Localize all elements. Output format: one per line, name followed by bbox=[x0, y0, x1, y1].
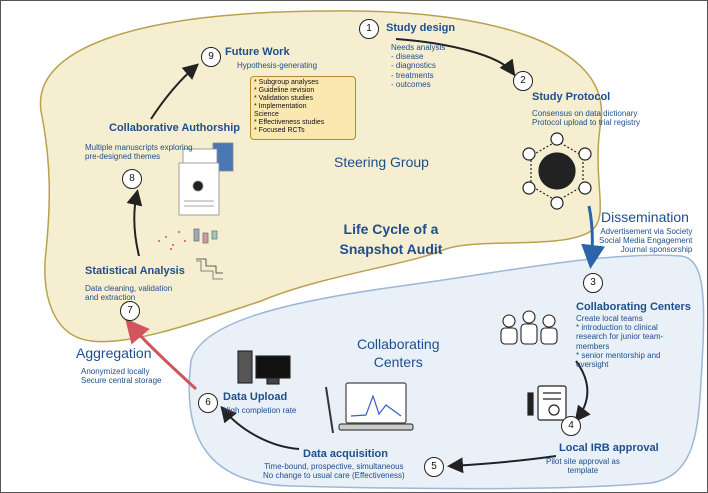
doctors-icon bbox=[500, 310, 558, 345]
step-3-line: members bbox=[576, 341, 610, 351]
lifecycle-title-line-2: Snapshot Audit bbox=[339, 241, 443, 258]
step-8-number: 8 bbox=[122, 169, 142, 189]
step-7-line: Data cleaning, validation bbox=[85, 284, 173, 293]
step-9-title: Future Work bbox=[225, 46, 290, 58]
step-1-line: - outcomes bbox=[391, 79, 431, 89]
step-3-number: 3 bbox=[583, 273, 603, 293]
step-4-title: Local IRB approval bbox=[559, 442, 659, 454]
step-9-number: 9 bbox=[201, 47, 221, 67]
future-work-box: * Subgroup analyses * Guideline revision… bbox=[250, 76, 356, 140]
step-8-line: pre-designed themes bbox=[85, 152, 161, 162]
step-1-line: - diagnostics bbox=[391, 61, 436, 71]
dissemination-line: Journal sponsorship bbox=[620, 245, 693, 255]
step-8-title: Collaborative Authorship bbox=[109, 122, 240, 134]
monitor-chart-icon bbox=[325, 382, 414, 434]
step-7-line: and extraction bbox=[85, 293, 136, 303]
step-1-line: Needs analysis bbox=[391, 43, 446, 52]
statistics-charts-icon bbox=[158, 228, 223, 280]
lifecycle-title-line-1: Life Cycle of a bbox=[343, 221, 439, 237]
document-icon bbox=[527, 385, 567, 421]
step-7-number: 7 bbox=[120, 301, 140, 321]
arrow-3-to-4 bbox=[574, 360, 591, 423]
step-4-line: Pilot site approval as bbox=[546, 457, 620, 466]
step-5-line: No change to usual care (Effectiveness) bbox=[263, 471, 405, 481]
dissemination-title: Dissemination bbox=[601, 209, 689, 225]
step-4-line: template bbox=[567, 466, 599, 476]
step-7-title: Statistical Analysis bbox=[85, 265, 185, 277]
future-work-item: * Effectiveness studies bbox=[254, 119, 325, 127]
manuscript-icon bbox=[178, 142, 234, 216]
step-1-line: - treatments bbox=[391, 70, 434, 80]
step-8-line: Multiple manuscripts exploring bbox=[85, 143, 193, 152]
collab-label-line-2: Centers bbox=[373, 354, 423, 371]
step-5-details: Time-bound, prospective, simultaneous No… bbox=[263, 462, 405, 480]
step-8-details: Multiple manuscripts exploring pre-desig… bbox=[85, 143, 193, 161]
arrow-7-to-8 bbox=[126, 189, 143, 257]
step-5-number: 5 bbox=[424, 457, 444, 477]
arrow-1-to-2 bbox=[395, 38, 516, 77]
steering-group-region bbox=[39, 10, 603, 343]
step-2-details: Consensus on data dictionary Protocol up… bbox=[532, 109, 640, 127]
step-3-line: * introduction to clinical bbox=[576, 323, 658, 333]
future-work-item: * Guideline revision bbox=[254, 87, 315, 95]
future-work-item: Science bbox=[254, 111, 279, 119]
future-work-item: * Validation studies bbox=[254, 95, 314, 103]
future-work-item: * Focused RCTs bbox=[254, 127, 305, 135]
aggregation-line: Secure central storage bbox=[81, 376, 162, 386]
step-6-title: Data Upload bbox=[223, 391, 288, 403]
arrow-4-to-5 bbox=[447, 455, 557, 474]
step-5-line: Time-bound, prospective, simultaneous bbox=[264, 462, 404, 471]
step-3-line: Create local teams bbox=[576, 314, 643, 323]
step-2-line: Consensus on data dictionary bbox=[532, 109, 638, 118]
step-1-line: - disease bbox=[391, 52, 424, 62]
computer-icon bbox=[237, 350, 291, 385]
future-work-item: * Implementation bbox=[254, 103, 307, 111]
step-6-number: 6 bbox=[198, 393, 218, 413]
aggregation-details: Anonymized locally Secure central storag… bbox=[81, 367, 162, 385]
step-1-number: 1 bbox=[359, 19, 379, 39]
step-3-line: * senior mentorship and bbox=[576, 350, 661, 360]
dissemination-line: Social Media Engagement bbox=[599, 236, 693, 246]
step-2-title: Study Protocol bbox=[532, 91, 611, 103]
arrow-2-to-3-dissemination bbox=[581, 205, 606, 269]
step-3-line: research for junior team- bbox=[576, 332, 664, 342]
steering-group-label: Steering Group bbox=[334, 154, 429, 170]
step-2-number: 2 bbox=[513, 71, 533, 91]
network-icon bbox=[522, 132, 592, 210]
collab-label-line-1: Collaborating bbox=[357, 336, 440, 352]
step-9-details: Hypothesis-generating bbox=[237, 61, 318, 70]
step-7-details: Data cleaning, validation and extraction bbox=[85, 284, 172, 302]
dissemination-details: Advertisement via Society Social Media E… bbox=[599, 227, 692, 255]
future-work-item: * Subgroup analyses bbox=[254, 79, 319, 86]
step-4-number: 4 bbox=[561, 416, 581, 436]
step-3-title: Collaborating Centers bbox=[576, 301, 691, 313]
step-5-title: Data acquisition bbox=[303, 448, 388, 460]
collaborating-centers-label: Collaborating Centers bbox=[357, 335, 440, 371]
arrow-6-to-7-aggregation bbox=[125, 318, 198, 391]
dissemination-line: Advertisement via Society bbox=[600, 227, 693, 236]
aggregation-title: Aggregation bbox=[76, 345, 152, 361]
step-3-details: Create local teams * introduction to cli… bbox=[576, 314, 663, 369]
aggregation-line: Anonymized locally bbox=[81, 367, 150, 376]
arrow-8-to-9 bbox=[150, 63, 200, 120]
step-3-line: oversight bbox=[576, 359, 609, 369]
step-6-details: High completion rate bbox=[223, 406, 297, 415]
step-4-details: Pilot site approval as template bbox=[546, 457, 620, 475]
step-2-line: Protocol upload to trial registry bbox=[532, 118, 641, 128]
step-1-details: Needs analysis - disease - diagnostics -… bbox=[391, 43, 445, 89]
lifecycle-title: Life Cycle of a Snapshot Audit bbox=[331, 219, 451, 260]
step-1-title: Study design bbox=[386, 22, 456, 34]
arrow-5-to-6 bbox=[220, 405, 300, 450]
